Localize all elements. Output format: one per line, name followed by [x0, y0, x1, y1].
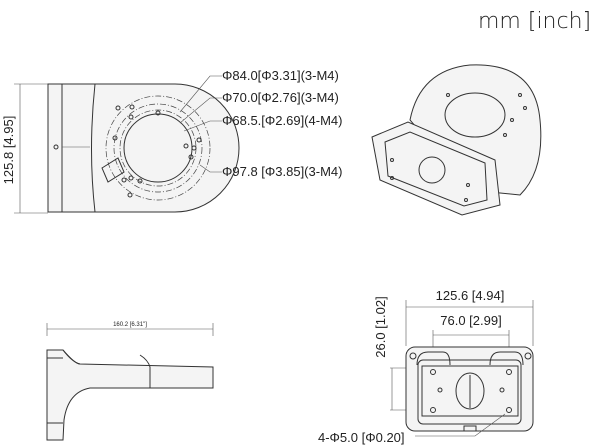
callout-phi68: Φ68.5.[Φ2.69](4-M4): [222, 113, 342, 128]
height-dimension-label: 125.8 [4.95]: [1, 116, 16, 185]
callout-phi97: Φ97.8 [Φ3.85](3-M4): [222, 164, 342, 179]
top-view: 125.8 [4.95] Φ84.0[Φ3.31](3-M4) Φ70.0[Φ2…: [1, 68, 342, 214]
vertical-dimension-label: 26.0 [1.02]: [373, 296, 388, 357]
bracket-side-outline: [46, 349, 214, 441]
bracket-top-outline: [47, 83, 240, 213]
hole-callout-label: 4-Φ5.0 [Φ0.20]: [318, 430, 405, 445]
front-view: 125.6 [4.94] 76.0 [2.99] 26.0 [1.02] 4-Φ…: [318, 288, 534, 445]
length-dimension-label: 160.2 [6.31"]: [113, 322, 147, 328]
side-view: 160.2 [6.31"]: [46, 322, 214, 441]
callout-phi70: Φ70.0[Φ2.76](3-M4): [222, 90, 339, 105]
hole-spacing-dimension-label: 76.0 [2.99]: [440, 313, 501, 328]
isometric-view: [371, 64, 542, 216]
units-label: mm [inch]: [478, 9, 591, 34]
width-dimension-label: 125.6 [4.94]: [436, 288, 505, 303]
callout-phi84: Φ84.0[Φ3.31](3-M4): [222, 68, 339, 83]
